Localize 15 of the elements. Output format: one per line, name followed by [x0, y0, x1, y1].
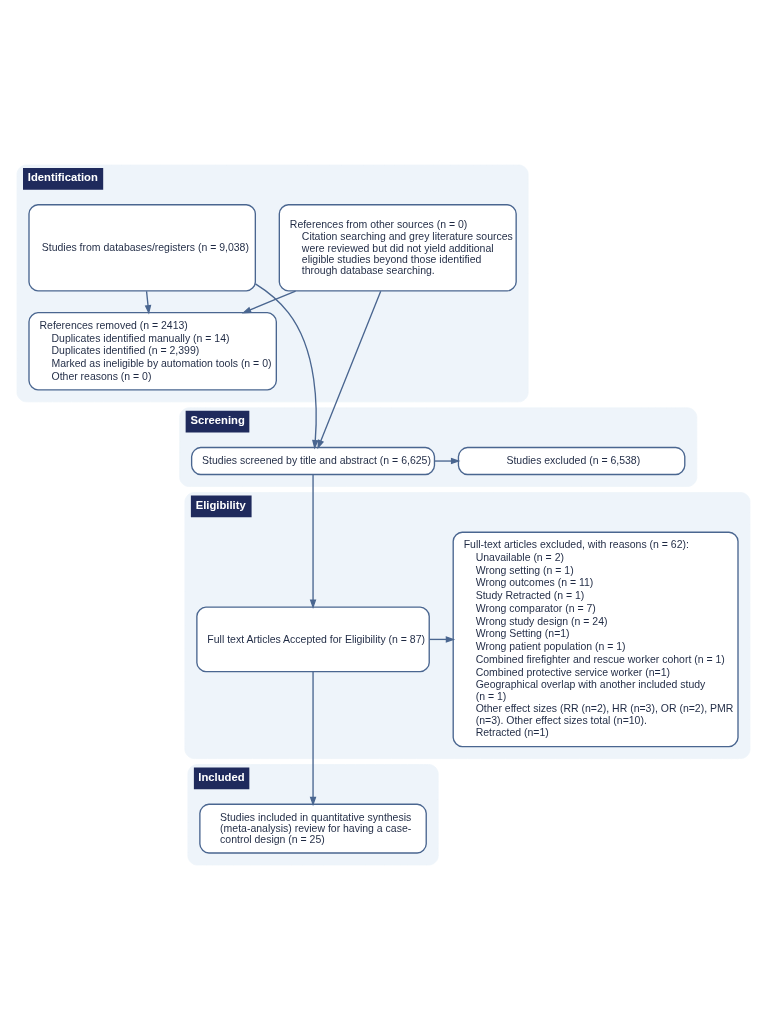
arrow — [241, 289, 297, 313]
node-box: References from other sources (n = 0) Citation searching and grey literature sources were reviewed but did not yield additional eligible studies beyond those identified through database searching. — [278, 203, 517, 292]
arrow — [309, 473, 317, 609]
node-box: Studies excluded (n = 6,538) — [457, 446, 686, 475]
arrow — [317, 289, 382, 449]
arrow — [433, 457, 461, 464]
node-box: References removed (n = 2413) Duplicates identified manually (n = 14) Duplicates identified (n = 2,399) Marked as ineligible by automation tools (n = 0) Other reasons (n = 0) — [28, 311, 277, 390]
node-box: Studies screened by title and abstract (n = 6,625) — [190, 446, 436, 475]
arrow — [254, 282, 319, 449]
node-box: Studies included in quantitative synthesis (meta-analysis) review for having a case-control design (n = 25) — [199, 803, 427, 854]
arrow — [309, 670, 317, 806]
arrow — [144, 290, 152, 315]
node-box: Full-text articles excluded, with reasons (n = 62): Unavailable (n = 2) Wrong setting (n = 1) Wrong outcomes (n = 11) Study Retracted (n = 1) Wrong comparator (n = 7) Wrong study design (n = 24) Wrong Setting (n=1) Wrong patient population (n = 1) Combined firefighter and rescue worker cohort (n = 1) Combined protective service worker (n=1) Geographical overlap with another included study (n = 1) Other effect sizes (RR (n=2), HR (n=3), OR (n=2), PMR (n=3). Other effect sizes total (n=10). Retracted (n=1) — [452, 531, 739, 747]
node-box: Full text Articles Accepted for Eligibility (n = 87) — [196, 606, 430, 672]
node-box: Studies from databases/registers (n = 9,038) — [28, 203, 256, 292]
